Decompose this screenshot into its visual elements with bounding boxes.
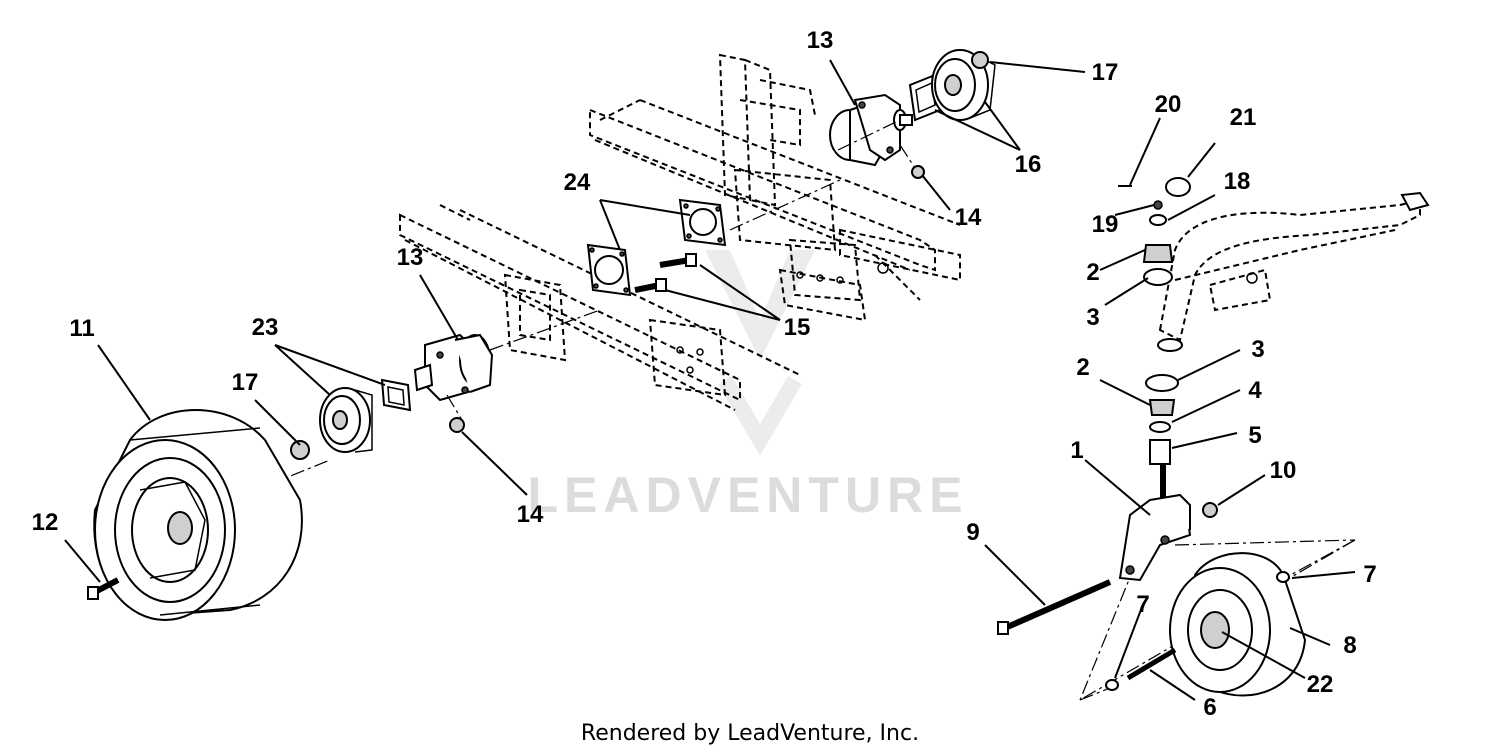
wheel-motor-upper	[829, 93, 913, 167]
footer-credit: Rendered by LeadVenture, Inc.	[581, 721, 919, 746]
caster-arm	[1157, 191, 1430, 352]
bolts-15	[634, 253, 697, 293]
callout-labels: 11 12 17 23 13 14 24 15 13 17 16 14 20 2…	[32, 27, 1377, 721]
axle-6	[1126, 647, 1177, 681]
callout-20: 20	[1155, 91, 1182, 118]
callout-21: 21	[1230, 104, 1257, 131]
callout-15: 15	[784, 314, 811, 341]
leader-lines	[64, 59, 1356, 701]
rear-tire	[93, 409, 303, 621]
nut-17-lower	[290, 440, 310, 460]
caster-wheel	[1169, 552, 1307, 697]
nut-14-upper	[911, 165, 925, 179]
leadventure-watermark: LEADVENTURE	[527, 250, 968, 523]
callout-7-right: 7	[1363, 561, 1376, 588]
nut-10	[1202, 502, 1218, 518]
hub-upper	[908, 49, 996, 122]
washer-7-upper	[1276, 571, 1290, 583]
callout-16: 16	[1015, 151, 1042, 178]
watermark-text: LEADVENTURE	[527, 467, 968, 523]
callout-17-upper: 17	[1092, 59, 1119, 86]
nut-14-lower	[449, 417, 465, 433]
callout-23: 23	[252, 314, 279, 341]
axle-bolt-9	[997, 579, 1112, 635]
caster-fork	[1118, 465, 1192, 582]
mounting-plates	[586, 198, 727, 297]
wheel-motor-lower	[413, 333, 494, 402]
callout-13-lower: 13	[397, 244, 424, 271]
callout-5: 5	[1248, 422, 1261, 449]
mower-frame	[399, 53, 961, 411]
callout-14-upper: 14	[955, 204, 982, 231]
callout-7-left: 7	[1136, 591, 1149, 618]
callout-2-upper: 2	[1086, 259, 1099, 286]
callout-14-lower: 14	[517, 501, 544, 528]
callout-11: 11	[69, 315, 94, 342]
callout-24: 24	[564, 169, 591, 196]
callout-8: 8	[1343, 632, 1356, 659]
caster-stack	[1142, 177, 1191, 465]
callout-19: 19	[1092, 211, 1119, 238]
callout-10: 10	[1270, 457, 1297, 484]
hub-lower	[319, 378, 412, 453]
callout-12: 12	[32, 509, 59, 536]
washer-7-lower	[1105, 679, 1119, 691]
callout-1: 1	[1070, 437, 1083, 464]
callout-18: 18	[1224, 168, 1251, 195]
lug-bolt	[87, 577, 120, 600]
callout-13-upper: 13	[807, 27, 834, 54]
callout-4: 4	[1248, 377, 1262, 404]
callout-3-upper: 3	[1086, 304, 1099, 331]
callout-2-lower: 2	[1076, 354, 1089, 381]
callout-6: 6	[1203, 694, 1216, 721]
callout-22: 22	[1307, 671, 1334, 698]
callout-17-lower: 17	[232, 369, 259, 396]
callout-9: 9	[966, 519, 979, 546]
callout-3-lower: 3	[1251, 336, 1264, 363]
